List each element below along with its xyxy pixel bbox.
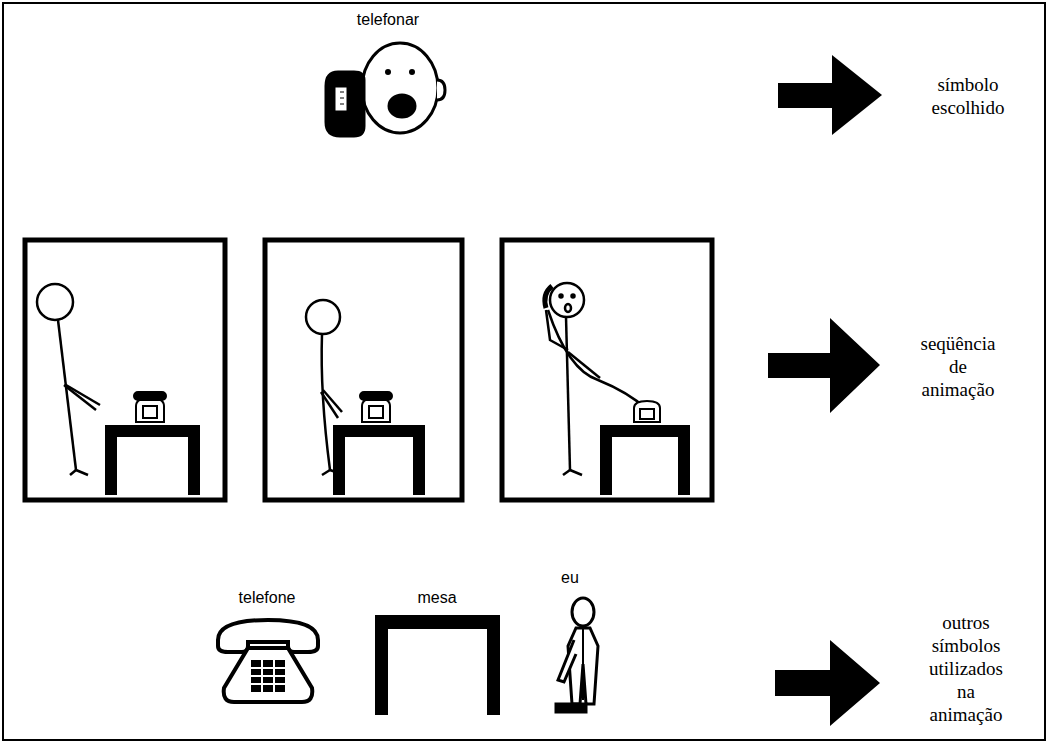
- animation-frame: [25, 240, 225, 500]
- block-arrow: [768, 318, 880, 413]
- symbol-name: mesa: [377, 589, 497, 607]
- eu-symbol: [556, 598, 598, 712]
- animation-frame: [265, 240, 462, 500]
- row-caption: seqüência de animação: [912, 332, 1004, 401]
- outer-border: [3, 3, 1045, 740]
- row-caption: outros símbolos utilizados na animação: [920, 611, 1012, 726]
- block-arrow: [778, 55, 882, 135]
- animation-frame: [502, 240, 712, 500]
- symbol-name: telefone: [207, 589, 327, 607]
- block-arrow: [775, 640, 880, 726]
- symbol-name: telefonar: [328, 11, 448, 29]
- mesa-symbol: [375, 615, 500, 715]
- row-caption: símbolo escolhido: [922, 73, 1014, 119]
- symbol-name: eu: [530, 569, 610, 587]
- telefonar-symbol: [326, 43, 445, 136]
- telefone-symbol: [218, 620, 318, 702]
